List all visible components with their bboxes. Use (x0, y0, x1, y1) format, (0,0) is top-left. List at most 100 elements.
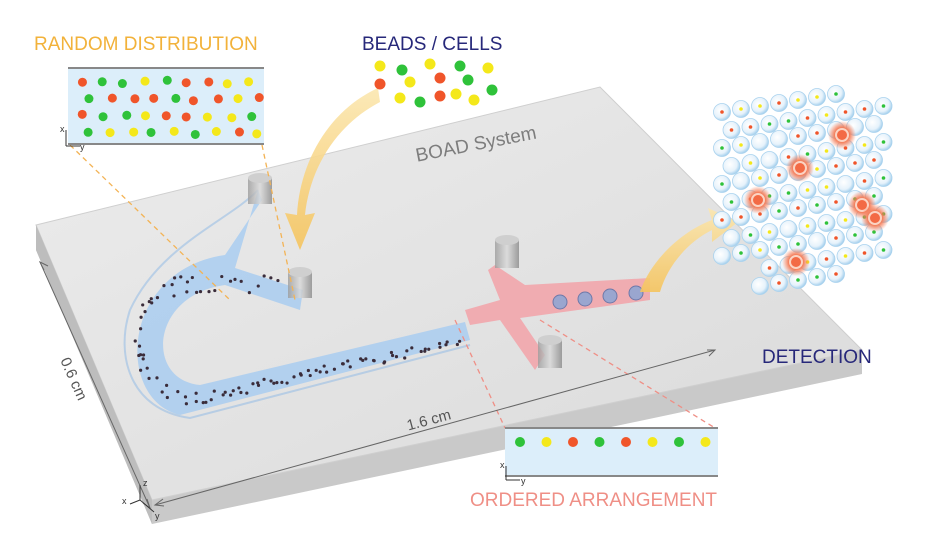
bead (97, 77, 107, 87)
particle (372, 359, 376, 363)
particle (275, 381, 279, 385)
particle (147, 300, 151, 304)
bead (190, 129, 200, 139)
cell-bead (767, 230, 772, 234)
port-inlet-sample (288, 267, 312, 298)
particle (318, 370, 322, 374)
particle (145, 366, 149, 370)
cell-bead (739, 215, 743, 219)
particle (262, 274, 266, 278)
chip-axes (129, 485, 155, 513)
ordered-inset-x-axis: x (500, 460, 505, 470)
bead (149, 93, 159, 103)
bead (161, 111, 171, 121)
aligned-bead (602, 288, 618, 304)
particle (394, 354, 399, 359)
bead (404, 76, 416, 88)
random-inset-x-axis: x (60, 124, 65, 134)
particle (201, 401, 205, 405)
particle (165, 395, 169, 400)
particle (138, 353, 143, 357)
particle (194, 399, 198, 404)
particle (223, 390, 227, 394)
bead (211, 127, 221, 137)
particle (212, 389, 216, 393)
cell-bead (777, 101, 781, 105)
particle (405, 349, 409, 353)
cell (760, 151, 779, 169)
bead (117, 79, 127, 89)
particle (143, 310, 147, 314)
cell-bead (777, 281, 781, 285)
bead (130, 94, 140, 104)
cell-bead (815, 275, 819, 279)
cell-bead (881, 176, 886, 180)
fluorescent-cell (751, 193, 765, 207)
fluorescent-cell (793, 161, 807, 175)
bead (482, 62, 494, 74)
beads-cells-label: BEADS / CELLS (362, 34, 503, 55)
particle (195, 290, 199, 294)
cell (722, 229, 741, 247)
bead (396, 64, 408, 76)
cell-bead (777, 173, 781, 177)
particle (228, 279, 233, 283)
particle (176, 390, 180, 394)
bead (414, 96, 426, 108)
particle (322, 364, 326, 368)
particle (445, 340, 449, 344)
particle (280, 380, 284, 384)
particle (229, 393, 233, 397)
particle (256, 381, 260, 385)
bead (450, 88, 462, 100)
outlet-aligned-beads (552, 285, 644, 310)
cell-bead (843, 254, 848, 258)
particle (458, 339, 462, 343)
particle (190, 275, 194, 280)
cell-bead (748, 125, 753, 129)
particle (276, 278, 280, 283)
cell-bead (748, 161, 753, 165)
cell-bead (720, 218, 724, 222)
bead (129, 127, 139, 137)
particle (239, 390, 243, 395)
bead (202, 112, 212, 122)
bead (77, 77, 87, 87)
cell (836, 175, 855, 193)
bead (188, 96, 198, 106)
cell (751, 277, 769, 295)
particle (427, 347, 431, 351)
particle (179, 275, 183, 279)
cell-bead (729, 128, 734, 132)
bead (468, 94, 480, 106)
blue-channel (123, 189, 471, 420)
cell-bead (805, 224, 810, 228)
particle (147, 376, 151, 381)
detection-label: DETECTION (762, 347, 872, 368)
random-zoom-lines (69, 144, 296, 301)
particle (239, 279, 243, 283)
cell-bead (881, 104, 886, 108)
particle (231, 389, 235, 393)
bead (234, 127, 244, 137)
cell-bead (758, 176, 762, 180)
bead (204, 77, 214, 87)
bead (105, 128, 115, 138)
particle (364, 357, 368, 361)
ordered-inset-axes (505, 466, 520, 481)
cell-bead (758, 104, 762, 108)
fluorescent-cell (789, 255, 803, 269)
bead (213, 94, 223, 104)
cell-bead (739, 251, 743, 255)
particle (150, 301, 154, 305)
particle (325, 370, 329, 374)
cell (713, 247, 731, 265)
aligned-bead (577, 291, 593, 307)
bead (162, 75, 172, 85)
cell (779, 220, 798, 238)
ordered-bead-row (515, 437, 711, 447)
bead (394, 92, 406, 104)
cell-bead (805, 152, 810, 156)
cell-bead (834, 200, 838, 204)
